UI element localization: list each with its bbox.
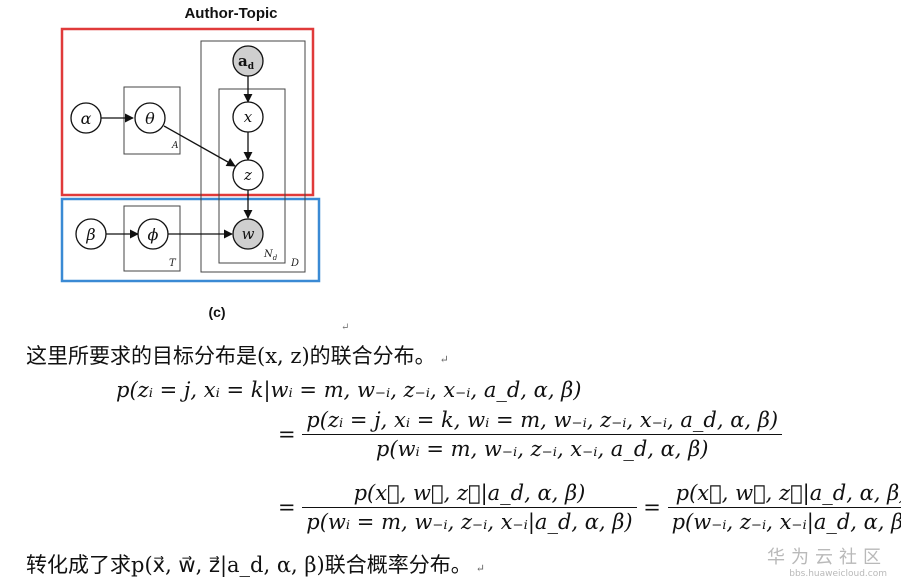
node-z-label: z [243, 166, 252, 184]
conclusion-text: 转化成了求p(x⃗, w⃗, z⃗|a_d, α, β)联合概率分布。 [26, 553, 472, 577]
return-mark-last: ↵ [475, 562, 485, 575]
equation-3-equals-2: = [643, 495, 661, 520]
node-x [232, 101, 264, 133]
equation-3-equals-1: = [278, 495, 296, 520]
red-highlight-box [60, 27, 315, 197]
node-beta-label: β [85, 225, 95, 244]
plate-T [123, 205, 181, 272]
plate-A [123, 86, 181, 155]
equation-2-numerator: p(zᵢ = j, xᵢ = k, wᵢ = m, w₋ᵢ, z₋ᵢ, x₋ᵢ,… [302, 408, 783, 435]
author-topic-diagram: Author-Topic A T D Nd α θ ad x z w β ϕ (… [60, 5, 349, 330]
equation-3-fraction-1: p(x⃗, w⃗, z⃗|a_d, α, β) p(wᵢ = m, w₋ᵢ, z… [302, 481, 637, 534]
equation-2: = p(zᵢ = j, xᵢ = k, wᵢ = m, w₋ᵢ, z₋ᵢ, x₋… [278, 408, 783, 461]
node-theta [134, 102, 166, 134]
return-mark-caption: ↵ [341, 322, 349, 330]
plate-A-label: A [171, 141, 179, 151]
equation-2-fraction: p(zᵢ = j, xᵢ = k, wᵢ = m, w₋ᵢ, z₋ᵢ, x₋ᵢ,… [302, 408, 783, 461]
watermark: 华为云社区 bbs.huaweicloud.com [767, 543, 887, 579]
blue-highlight-box [60, 197, 321, 283]
equation-3-denominator-1: p(wᵢ = m, w₋ᵢ, z₋ᵢ, x₋ᵢ|a_d, α, β) [306, 510, 633, 534]
intro-line: 这里所要求的目标分布是(x, z)的联合分布。↵ [26, 340, 449, 370]
node-beta [75, 218, 107, 250]
equation-1-text: p(zᵢ = j, xᵢ = k|wᵢ = m, w₋ᵢ, z₋ᵢ, x₋ᵢ, … [116, 378, 582, 402]
diagram-caption: (c) [208, 304, 225, 320]
plate-D [200, 40, 306, 273]
watermark-url: bbs.huaweicloud.com [789, 569, 887, 579]
node-ad-label: ad [238, 52, 255, 72]
node-x-label: x [244, 108, 253, 126]
equation-3: = p(x⃗, w⃗, z⃗|a_d, α, β) p(wᵢ = m, w₋ᵢ,… [278, 481, 901, 534]
equation-3-fraction-2: p(x⃗, w⃗, z⃗|a_d, α, β) p(w₋ᵢ, z₋ᵢ, x₋ᵢ|… [667, 481, 901, 534]
plate-D-label: D [290, 258, 299, 269]
plate-Nd-label: Nd [263, 249, 278, 262]
watermark-brand: 华为云社区 [767, 547, 887, 568]
equation-3-numerator-2: p(x⃗, w⃗, z⃗|a_d, α, β) [667, 481, 901, 508]
plate-T-label: T [169, 258, 177, 269]
return-mark: ↵ [439, 353, 449, 366]
node-phi [137, 218, 169, 250]
conclusion-line: 转化成了求p(x⃗, w⃗, z⃗|a_d, α, β)联合概率分布。↵ [26, 549, 485, 579]
plate-Nd [218, 88, 286, 264]
intro-text: 这里所要求的目标分布是(x, z)的联合分布。 [26, 344, 436, 368]
node-w-label: w [242, 225, 255, 243]
equation-1: p(zᵢ = j, xᵢ = k|wᵢ = m, w₋ᵢ, z₋ᵢ, x₋ᵢ, … [116, 378, 582, 402]
node-w [232, 218, 264, 250]
diagram-title: Author-Topic [184, 5, 277, 22]
equation-3-denominator-2: p(w₋ᵢ, z₋ᵢ, x₋ᵢ|a_d, α, β) [671, 510, 901, 534]
equation-2-equals: = [278, 422, 296, 447]
node-alpha [70, 102, 102, 134]
equation-2-denominator: p(wᵢ = m, w₋ᵢ, z₋ᵢ, x₋ᵢ, a_d, α, β) [375, 437, 709, 461]
node-theta-label: θ [145, 109, 155, 128]
node-z [232, 159, 264, 191]
equation-3-numerator-1: p(x⃗, w⃗, z⃗|a_d, α, β) [302, 481, 637, 508]
node-alpha-label: α [81, 109, 92, 128]
node-phi-label: ϕ [148, 225, 159, 244]
node-ad [232, 45, 264, 77]
